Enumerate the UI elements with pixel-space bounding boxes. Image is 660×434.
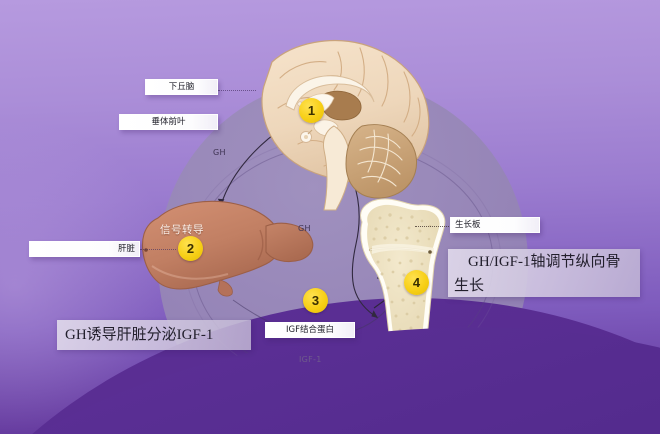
callout-growth-plate[interactable]: 生长板 [450,217,540,233]
caption-bone-growth: GH/IGF-1轴调节纵向骨 生长 [448,249,640,297]
caption-liver-igf1: GH诱导肝脏分泌IGF-1 [57,320,251,350]
liver-illustration [141,200,314,297]
bone-illustration [360,198,446,365]
step-marker-2[interactable]: 2 [178,236,203,261]
path-label-gh-right: GH [298,224,311,233]
path-label-igf-lower: IGF-1 [299,355,322,364]
caption-bone-growth-line1: GH/IGF-1轴调节纵向骨 [468,254,621,270]
path-label-gh-upper: GH [213,148,226,157]
brain-illustration [261,39,430,211]
liver-signal-transduction-label: 信号转导 [160,224,204,236]
step-marker-1[interactable]: 1 [299,98,324,123]
caption-bone-growth-line2: 生长 [454,278,485,294]
step-marker-4[interactable]: 4 [404,270,429,295]
callout-hypothalamus[interactable]: 下丘脑 [145,79,218,95]
callout-igf-binding-protein[interactable]: IGF结合蛋白 [265,322,355,338]
callout-liver[interactable]: 肝脏 [29,241,140,257]
callout-anterior-pituitary[interactable]: 垂体前叶 [119,114,218,130]
step-marker-3[interactable]: 3 [303,288,328,313]
